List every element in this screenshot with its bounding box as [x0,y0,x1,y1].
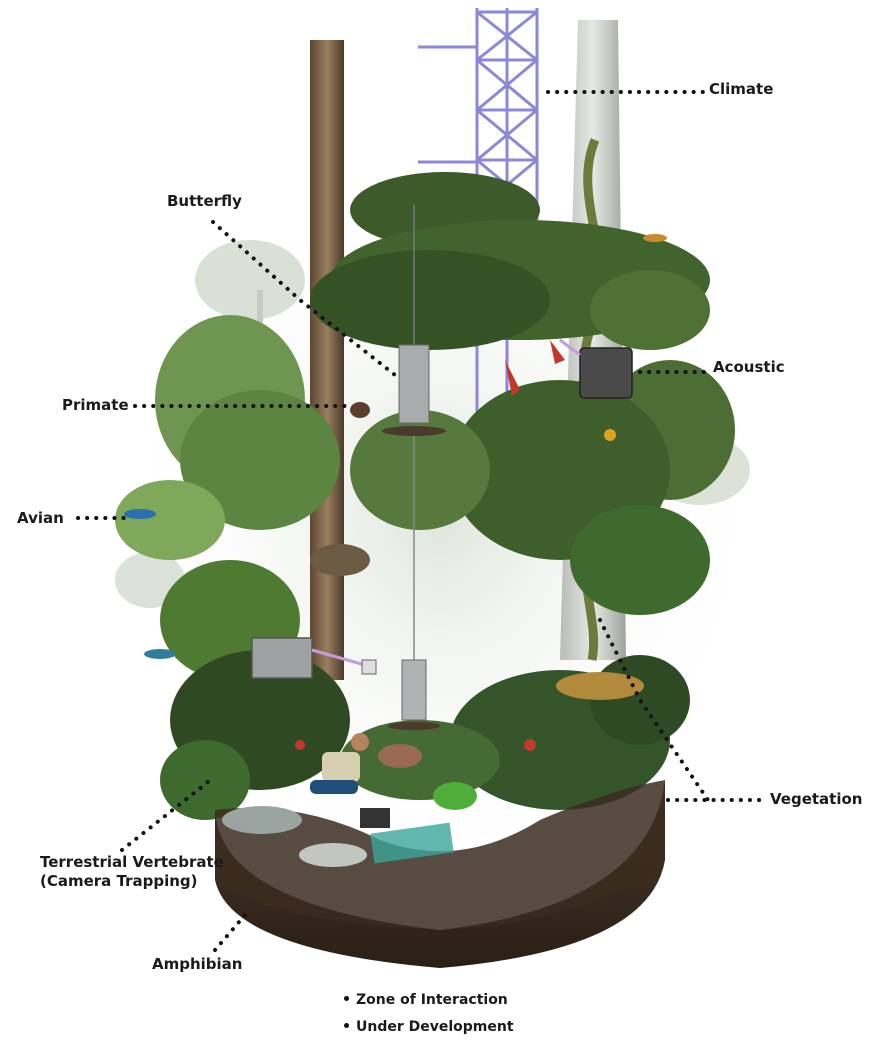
label-climate: Climate [709,80,773,99]
legend-item-zone: Zone of Interaction [344,992,508,1008]
label-butterfly: Butterfly [167,192,242,211]
label-acoustic: Acoustic [713,358,785,377]
legend-item-development: Under Development [344,1019,514,1035]
bullet-icon [344,996,349,1001]
label-avian: Avian [17,509,64,528]
label-terrestrial-vertebrate: Terrestrial Vertebrate (Camera Trapping) [40,853,224,891]
label-amphibian: Amphibian [152,955,242,974]
bullet-icon [344,1023,349,1028]
amphibian-leader [215,915,245,950]
label-vegetation: Vegetation [770,790,862,809]
label-terrestrial-line2: (Camera Trapping) [40,872,224,891]
label-primate: Primate [62,396,129,415]
label-terrestrial-line1: Terrestrial Vertebrate [40,853,224,872]
